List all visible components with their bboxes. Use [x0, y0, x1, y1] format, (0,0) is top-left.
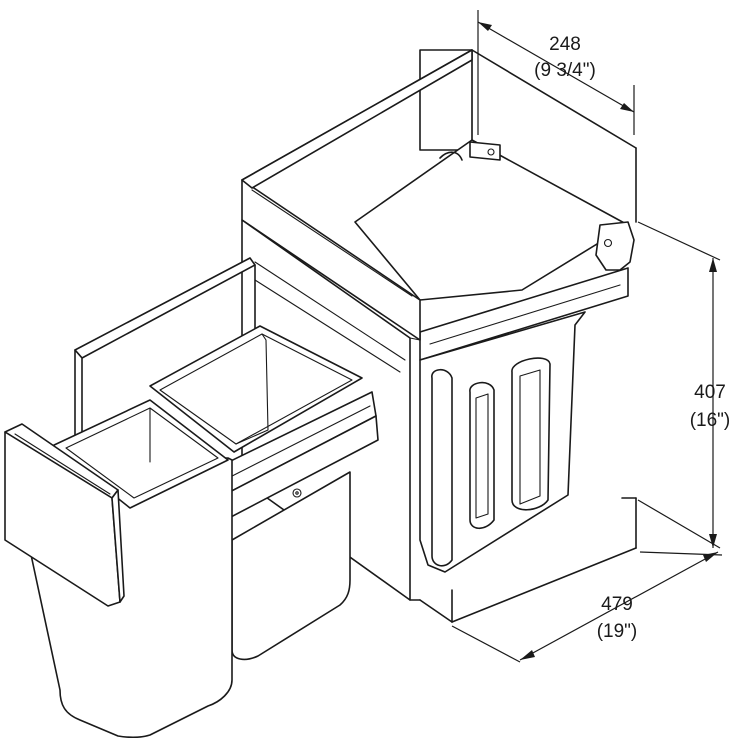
cabinet-front-rail: [241, 49, 473, 601]
depth-metric-label: 479: [601, 594, 633, 615]
front-door-panel: [4, 423, 125, 607]
height-metric-label: 407: [694, 382, 726, 403]
dimension-depth: [451, 551, 723, 663]
depth-imperial-label: (19"): [597, 621, 638, 642]
height-imperial-label: (16"): [690, 410, 731, 431]
dimension-width: [477, 10, 635, 135]
dimension-height: [637, 221, 721, 549]
small-bin: [149, 325, 363, 661]
width-metric-label: 248: [549, 34, 581, 55]
rear-bin-assembly: [354, 139, 635, 573]
width-imperial-label: (9 3/4"): [534, 60, 596, 81]
